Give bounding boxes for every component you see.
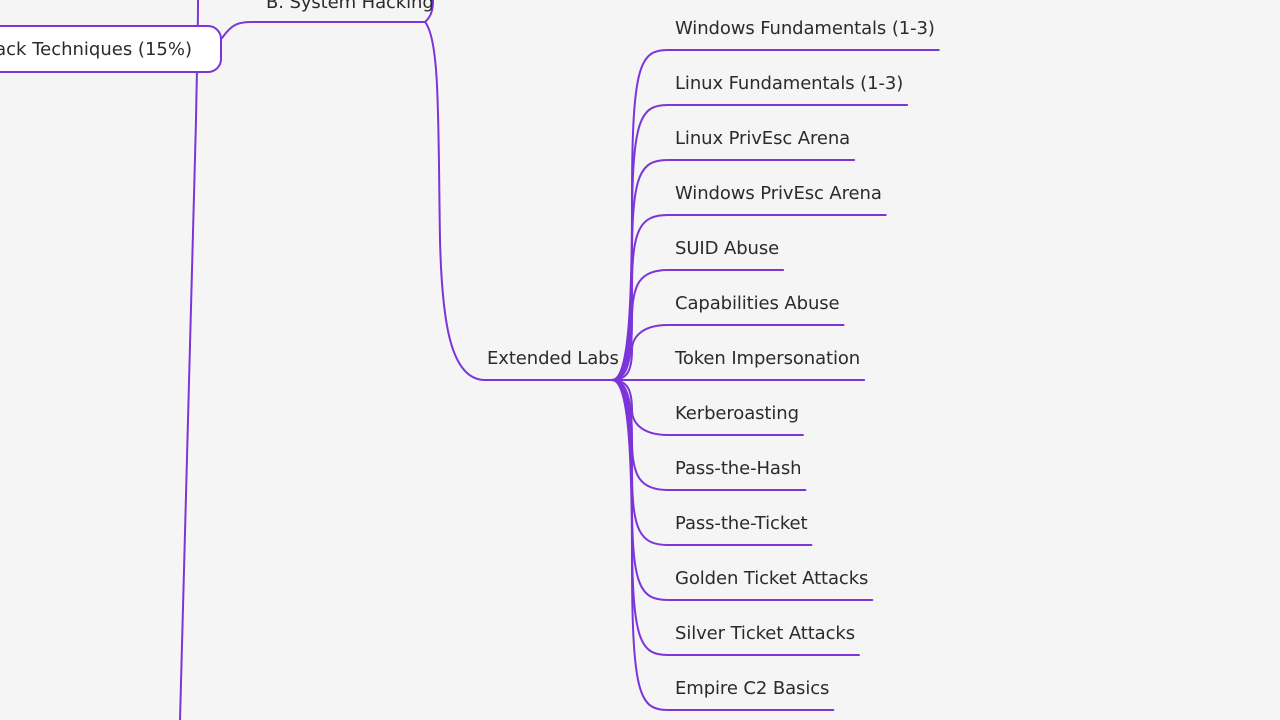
- leaf-node[interactable]: Silver Ticket Attacks: [675, 623, 855, 644]
- root-node-label: Attack Techniques (15%): [0, 39, 192, 60]
- leaf-node[interactable]: Empire C2 Basics: [675, 678, 830, 699]
- leaf-node[interactable]: Capabilities Abuse: [675, 293, 840, 314]
- leaf-connector: [611, 324, 845, 381]
- leaf-node[interactable]: Windows Fundamentals (1-3): [675, 18, 935, 39]
- leaf-connector: [611, 269, 785, 381]
- branch-node-system-hacking[interactable]: B. System Hacking: [266, 0, 434, 13]
- leaf-node[interactable]: Pass-the-Ticket: [675, 513, 808, 534]
- leaf-connector: [611, 159, 856, 381]
- root-to-branch-connector: [221, 21, 426, 39]
- leaf-node[interactable]: Token Impersonation: [675, 348, 861, 369]
- leaf-node[interactable]: Windows PrivEsc Arena: [675, 183, 882, 204]
- leaf-node[interactable]: Pass-the-Hash: [675, 458, 802, 479]
- subbranch-node-extended-labs[interactable]: Extended Labs: [487, 348, 619, 369]
- leaf-node[interactable]: Golden Ticket Attacks: [675, 568, 869, 589]
- trunk-connector: [179, 0, 199, 720]
- leaf-connector: [611, 379, 835, 711]
- leaf-node[interactable]: Kerberoasting: [675, 403, 799, 424]
- leaf-node[interactable]: Linux PrivEsc Arena: [675, 128, 851, 149]
- branch-to-sublabs-connector: [424, 21, 613, 381]
- branch-up-connector: [424, 0, 434, 23]
- root-node[interactable]: Attack Techniques (15%): [0, 25, 222, 73]
- leaf-node[interactable]: Linux Fundamentals (1-3): [675, 73, 904, 94]
- leaf-node[interactable]: SUID Abuse: [675, 238, 780, 259]
- leaf-connector: [611, 214, 887, 381]
- leaf-connector: [611, 379, 804, 436]
